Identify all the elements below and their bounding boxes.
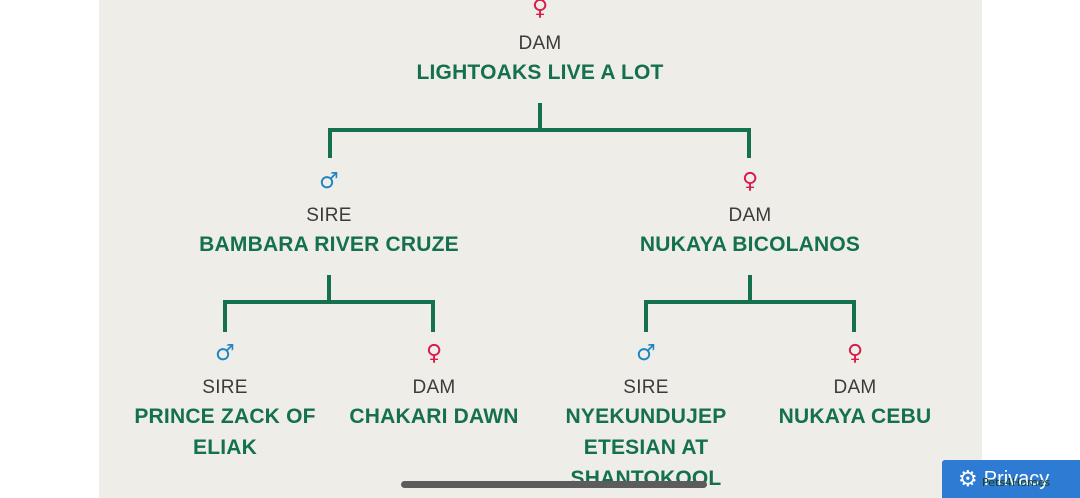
connector-line: [852, 300, 856, 332]
gear-icon: ⚙: [958, 466, 978, 492]
gen2-dam-sire-role: SIRE: [623, 377, 669, 398]
gen2-dam-dam-name-link[interactable]: NUKAYA CEBU: [778, 405, 932, 428]
gen2-dam-dam-role: DAM: [833, 377, 877, 398]
female-icon: ♀: [531, 0, 549, 21]
connector-line: [747, 128, 751, 158]
connector-line: [748, 275, 752, 303]
gen2-sire-sire-role: SIRE: [202, 377, 248, 398]
gen2-sire-dam-role: DAM: [412, 377, 456, 398]
gen1-dam-role: DAM: [728, 205, 772, 226]
male-icon: ♂: [215, 341, 235, 366]
home-indicator[interactable]: [401, 481, 707, 488]
connector-line: [538, 103, 542, 132]
female-icon: ♀: [846, 341, 864, 366]
gen2-sire-sire-name-link[interactable]: PRINCE ZACK OF ELIAK: [134, 405, 316, 459]
pedigree-panel: ♀ DAM LIGHTOAKS LIVE A LOT ♂ SIRE BAMBAR…: [99, 0, 982, 498]
root-role: DAM: [518, 33, 562, 54]
male-icon: ♂: [319, 169, 339, 194]
gen2-sire-dam-name-link[interactable]: CHAKARI DAWN: [349, 405, 519, 428]
connector-line: [328, 128, 751, 132]
connector-line: [328, 128, 332, 158]
connector-line: [327, 275, 331, 303]
connector-line: [644, 300, 648, 332]
privacy-label: Privacy: [983, 467, 1050, 490]
gen1-sire-role: SIRE: [306, 205, 352, 226]
connector-line: [431, 300, 435, 332]
female-icon: ♀: [741, 169, 759, 194]
root-name-link[interactable]: LIGHTOAKS LIVE A LOT: [416, 61, 664, 84]
privacy-button[interactable]: ⚙ Privacy: [942, 460, 1080, 498]
female-icon: ♀: [425, 341, 443, 366]
male-icon: ♂: [636, 341, 656, 366]
brand-watermark: Pets4Homes: [982, 476, 1051, 489]
gen1-sire-name-link[interactable]: BAMBARA RIVER CRUZE: [199, 233, 459, 256]
connector-line: [644, 300, 856, 304]
gen1-dam-name-link[interactable]: NUKAYA BICOLANOS: [639, 233, 861, 256]
connector-line: [223, 300, 435, 304]
connector-line: [223, 300, 227, 332]
